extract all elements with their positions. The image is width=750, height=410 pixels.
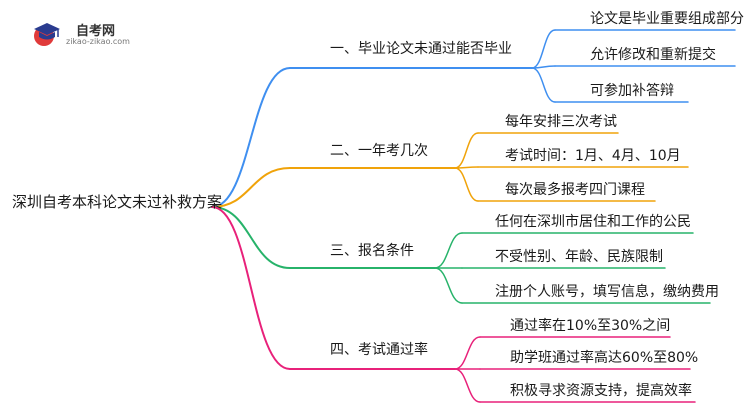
site-logo: 自考网 zikao-zikao.com [30,18,150,52]
leaf-connector [454,336,481,370]
leaf-label: 积极寻求资源支持，提高效率 [510,383,692,399]
branch-label: 三、报名条件 [330,243,414,259]
leaf-label: 可参加补答辩 [590,83,674,99]
leaf-label: 考试时间：1月、4月、10月 [505,148,681,164]
leaf-connector [454,132,479,169]
leaf-connector [434,267,463,304]
branch-label: 四、考试通过率 [330,342,428,358]
leaf-connector [434,232,463,269]
branch-connector [211,67,291,208]
graduation-cap-icon [34,23,60,46]
leaf-connector [454,368,481,403]
leaf-label: 论文是毕业重要组成部分 [590,11,744,27]
root-node-label: 深圳自考本科论文未过补救方案 [12,193,223,211]
leaf-label: 注册个人账号，填写信息，缴纳费用 [495,284,719,300]
branch-label: 二、一年考几次 [330,143,428,159]
branch-connector [211,167,291,208]
logo-name: 自考网 [76,24,116,39]
leaf-label: 每年安排三次考试 [505,114,617,130]
leaf-connector [531,67,556,103]
branch-label: 一、毕业论文未通过能否毕业 [330,41,512,57]
leaf-label: 助学班通过率高达60%至80% [510,350,699,366]
leaf-label: 每次最多报考四门课程 [505,182,645,198]
branch-connector [211,206,291,370]
leaf-connector [454,167,479,202]
branch-connector [211,206,291,269]
leaf-label: 允许修改和重新提交 [590,47,716,63]
leaf-connector [531,29,556,69]
leaf-label: 通过率在10%至30%之间 [510,318,671,334]
leaf-label: 不受性别、年龄、民族限制 [495,249,663,265]
leaf-label: 任何在深圳市居住和工作的公民 [495,214,691,230]
logo-url: zikao-zikao.com [66,37,130,46]
